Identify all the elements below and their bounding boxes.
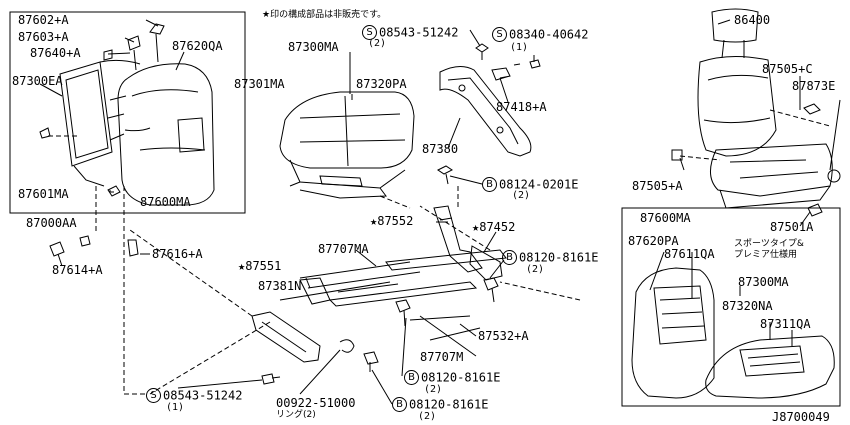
seatback-frame-box [9, 11, 246, 214]
label-87505A: 87505+A [632, 179, 683, 193]
side-bracket [439, 66, 532, 157]
sport-note-line1: スポーツタイプ& [734, 239, 804, 249]
label-87452: ★87452 [472, 220, 516, 234]
note-non-sale: ★印の構成部品は非販売です。 [262, 10, 387, 20]
label-08543-bot-qty: (1) [166, 402, 185, 413]
label-08120-bot-qty: (2) [418, 411, 437, 422]
label-87311QA: 87311QA [760, 317, 811, 331]
spring-87532 [409, 315, 481, 341]
adjuster-bracket [433, 205, 483, 273]
b-marker-icon: B [502, 250, 517, 265]
label-87620PA: 87620PA [628, 234, 679, 248]
label-87320NA: 87320NA [722, 299, 773, 313]
label-87614: 87614+A [52, 263, 103, 277]
seatback-frame [59, 59, 141, 187]
label-87532: 87532+A [478, 329, 529, 343]
full-seat-assembly [671, 8, 841, 217]
b-marker-icon: B [404, 370, 419, 385]
sport-note-line2: プレミア仕様用 [734, 250, 798, 260]
bolt-08340 [513, 59, 541, 69]
diagram-id: J8700049 [772, 410, 830, 424]
s-marker-icon: S [492, 27, 507, 42]
label-08340-qty: (1) [510, 42, 529, 53]
label-00922: 00922-51000 [276, 396, 356, 410]
label-87620QA: 87620QA [172, 39, 223, 53]
headrest-guides [103, 23, 165, 71]
label-87603: 87603+A [18, 30, 69, 44]
label-87616: 87616+A [152, 247, 203, 261]
label-87552: ★87552 [370, 214, 414, 228]
seatback-cushion [117, 63, 215, 206]
label-87301MA: 87301MA [234, 77, 285, 91]
label-87611QA: 87611QA [664, 247, 715, 261]
label-08124-qty: (2) [512, 190, 531, 201]
sport-seat-assembly [631, 267, 835, 399]
label-87551: ★87551 [238, 259, 282, 273]
label-00922-sub: リング(2) [276, 410, 316, 420]
bolt-08124 [437, 165, 453, 185]
label-87873E: 87873E [792, 79, 836, 93]
label-87601MA: 87601MA [18, 187, 69, 201]
label-87381N: 87381N [258, 279, 302, 293]
label-87300MA-inset: 87300MA [738, 275, 789, 289]
label-08120-mid-qty: (2) [424, 384, 443, 395]
label-08120-right-qty: (2) [526, 264, 545, 275]
b-marker-icon: B [482, 177, 497, 192]
bolt-87614 [49, 241, 65, 267]
bolt-87614b [79, 235, 91, 247]
label-87380: 87380 [422, 142, 459, 156]
label-87501A: 87501A [770, 220, 814, 234]
star-marker-icon: ★ [370, 214, 378, 228]
label-87640: 87640+A [30, 46, 81, 60]
label-87707MA: 87707MA [318, 242, 369, 256]
bolt-87601MA [107, 185, 121, 197]
bolt-08543-bot [261, 373, 281, 385]
star-marker-icon: ★ [472, 220, 480, 234]
bolt-08543-top [475, 43, 489, 60]
s-marker-icon: S [362, 25, 377, 40]
seat-cushion [279, 91, 415, 199]
label-87418: 87418+A [496, 100, 547, 114]
label-87707M: 87707M [420, 350, 464, 364]
label-87320PA: 87320PA [356, 77, 407, 91]
bolt-08120-right [483, 277, 499, 303]
label-87600MA-inset: 87600MA [640, 211, 691, 225]
bolt-08120-bot [363, 351, 379, 372]
ring-00922 [339, 339, 355, 353]
label-87600MA-left: 87600MA [140, 195, 191, 209]
star-marker-icon: ★ [238, 259, 246, 273]
seat-rails [279, 249, 507, 307]
clip-87418 [491, 67, 511, 81]
bolt-08120-mid [395, 299, 411, 327]
clip-87616 [127, 239, 139, 257]
s-marker-icon: S [146, 388, 161, 403]
label-87300EA: 87300EA [12, 74, 63, 88]
label-87602: 87602+A [18, 13, 69, 27]
b-marker-icon: B [392, 397, 407, 412]
label-87300MA: 87300MA [288, 40, 339, 54]
dashed-lines [48, 109, 831, 395]
label-87000AA: 87000AA [26, 216, 77, 230]
label-86400: 86400 [734, 13, 771, 27]
label-87505C: 87505+C [762, 62, 813, 76]
label-08543-top-qty: (2) [368, 38, 387, 49]
